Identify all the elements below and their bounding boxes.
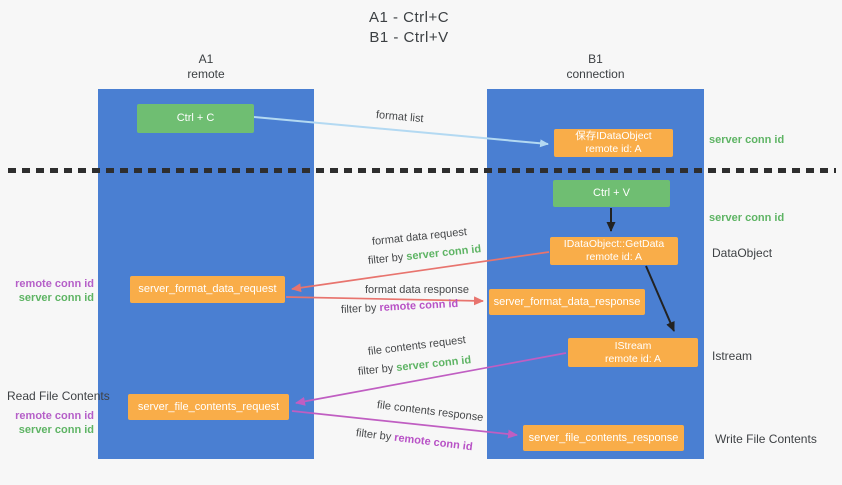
node-ctrl-c-label: Ctrl + C (176, 112, 215, 124)
lane-b-subtitle: connection (566, 67, 625, 81)
node-save-idataobject-line2: remote id: A (585, 143, 642, 155)
node-istream-line2: remote id: A (604, 352, 662, 365)
node-server-file-contents-request: server_file_contents_request (128, 394, 289, 420)
node-server-format-data-request: server_format_data_request (130, 276, 285, 303)
label-filter-by-server-conn-id-2: filter by server conn id (357, 354, 472, 378)
left-conn-id-pair-2: remote conn id server conn id (0, 409, 94, 437)
label-filter-by-server-conn-id-1: filter by server conn id (367, 243, 482, 267)
label-format-list: format list (375, 109, 425, 126)
lane-a-name: A1 (198, 52, 214, 66)
label-server-conn-id-right-2: server conn id (709, 212, 785, 224)
label-dataobject: DataObject (712, 246, 773, 260)
node-save-idataobject-line1: 保存IDataObject (575, 130, 652, 142)
node-file-request-label: server_file_contents_request (137, 400, 280, 413)
label-read-file-contents: Read File Contents (7, 389, 110, 403)
node-istream: IStream remote id: A (568, 338, 698, 367)
node-format-request-label: server_format_data_request (138, 283, 277, 295)
left-conn-id-pair-1: remote conn id server conn id (0, 277, 94, 305)
node-ctrl-c: Ctrl + C (137, 104, 254, 133)
title-line-2: B1 - Ctrl+V (369, 29, 449, 46)
node-ctrl-v-label: Ctrl + V (593, 187, 630, 199)
session-divider-dotted-line (8, 168, 836, 173)
label-server-conn-id-right-1: server conn id (709, 134, 785, 146)
label-format-data-response: format data response (365, 284, 469, 296)
label-format-data-request: format data request (371, 226, 468, 248)
title-line-1: A1 - Ctrl+C (368, 9, 450, 26)
label-server-conn-id-left-1: server conn id (18, 292, 94, 304)
node-istream-line1: IStream (614, 339, 652, 352)
label-filter-by-remote-conn-id-1: filter by remote conn id (340, 297, 459, 316)
label-filter-by-remote-conn-id-2: filter by remote conn id (355, 427, 474, 454)
node-save-idataobject: 保存IDataObject remote id: A (554, 129, 673, 157)
label-remote-conn-id-left-2: remote conn id (15, 410, 94, 422)
lane-a-header: A1 remote (98, 52, 314, 82)
label-server-conn-id-left-2: server conn id (18, 424, 94, 436)
lane-b-header: B1 connection (487, 52, 704, 82)
node-server-file-contents-response: server_file_contents_response (523, 425, 684, 451)
node-file-response-label: server_file_contents_response (528, 431, 679, 444)
lane-b-name: B1 (588, 52, 603, 66)
node-ctrl-v: Ctrl + V (553, 180, 670, 207)
label-file-contents-response: file contents response (376, 399, 484, 424)
node-server-format-data-response: server_format_data_response (489, 289, 645, 315)
label-remote-conn-id-left-1: remote conn id (15, 278, 94, 290)
label-istream-side: Istream (712, 349, 753, 363)
lane-a-subtitle: remote (187, 67, 225, 81)
label-file-contents-request: file contents request (367, 334, 467, 358)
node-getdata-line1: IDataObject::GetData (563, 238, 665, 250)
label-write-file-contents: Write File Contents (715, 432, 817, 446)
node-idataobject-getdata: IDataObject::GetData remote id: A (550, 237, 678, 265)
node-format-response-label: server_format_data_response (493, 295, 641, 308)
diagram-title: A1 - Ctrl+C B1 - Ctrl+V (309, 8, 509, 48)
node-getdata-line2: remote id: A (585, 251, 643, 263)
